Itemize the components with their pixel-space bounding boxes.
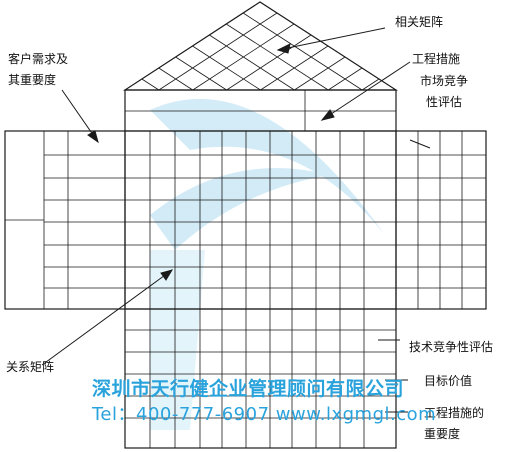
watermark-company-name: 深圳市天行健企业管理顾问有限公司 [92,378,405,400]
relationship-matrix-label: 关系矩阵 [6,360,55,374]
roof-line [158,67,193,91]
watermark-contact: Tel：400-777-6907 www.lxgmgl.com [92,404,437,425]
engineering-importance-label-line1: 工程措施的 [424,406,485,420]
customer-needs-label-line2: 其重要度 [8,73,57,87]
watermark-logo-shape [150,98,385,430]
roof-line [192,45,261,91]
target-value-label: 目标价值 [424,374,473,388]
customer-needs-block [4,130,126,310]
roof-line [361,78,380,91]
market-evaluation-label-line2: 性评估 [426,95,463,109]
engineering-measures-label: 工程措施 [412,52,461,66]
label-leader-lines [41,27,431,413]
roof-line [141,78,160,91]
market-evaluation-label-line1: 市场竞争 [420,74,469,88]
customer-needs-label-line1: 客户需求及 [8,52,69,66]
market-evaluation-block [395,130,487,310]
roof-line [158,12,278,91]
engineering-importance-label-line2: 重要度 [424,427,461,441]
roof-line [175,56,227,91]
roof-line [294,56,346,91]
roof-line [209,34,295,91]
correlation-matrix-label: 相关矩阵 [395,15,444,29]
technical-competitive-label: 技术竞争性评估 [409,340,494,354]
roof-correlation-matrix [122,1,399,91]
roof-line [226,23,329,91]
roof-line [242,12,363,91]
roof-line [226,34,312,91]
bottom-rooms [124,308,397,449]
